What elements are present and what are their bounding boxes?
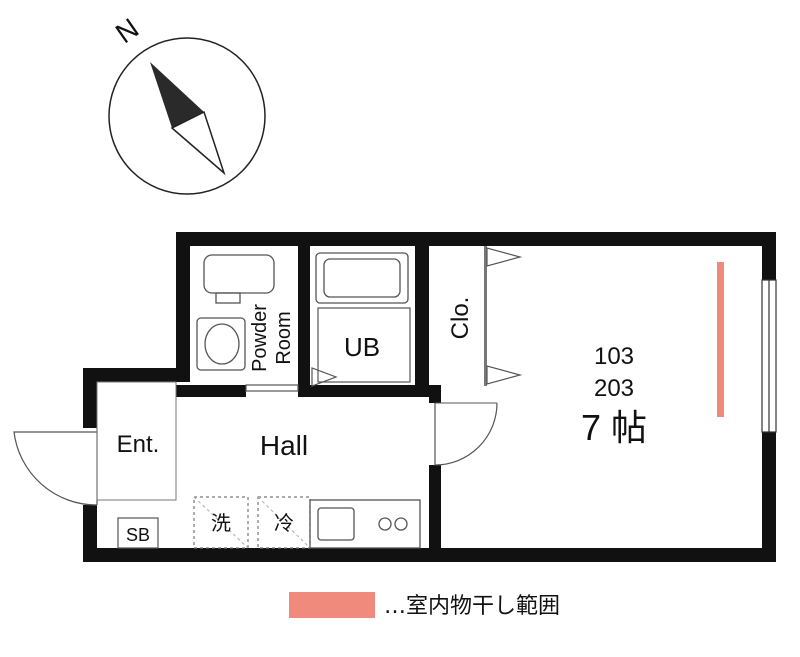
north-label: N bbox=[110, 12, 144, 49]
compass-needle-south bbox=[170, 110, 226, 176]
fridge-space-diagonal bbox=[257, 496, 311, 549]
powder-door bbox=[245, 384, 299, 392]
compass: N bbox=[108, 12, 266, 195]
unit-bath-label: UB bbox=[344, 332, 380, 362]
fridge-space bbox=[257, 496, 311, 549]
unit-number-2: 203 bbox=[594, 375, 634, 402]
washer-space-diagonal bbox=[193, 496, 249, 549]
ub-floor bbox=[317, 307, 411, 383]
powder-room-label-line2: Room bbox=[273, 311, 295, 364]
unit-number-1: 103 bbox=[594, 343, 634, 370]
toilet-icon bbox=[203, 254, 275, 304]
shoe-box bbox=[117, 517, 159, 549]
hall-label: Hall bbox=[260, 430, 308, 461]
legend-swatch bbox=[289, 592, 375, 618]
walls bbox=[83, 232, 776, 562]
fridge-label: 冷 bbox=[274, 512, 294, 535]
compass-needle-north bbox=[150, 62, 204, 128]
window bbox=[761, 279, 777, 433]
indoor-drying-area bbox=[717, 262, 724, 417]
room-door-swing bbox=[434, 402, 498, 466]
closet-door-arrow-top bbox=[486, 247, 523, 267]
kitchen-counter bbox=[309, 499, 421, 549]
stove-burner-icon bbox=[394, 517, 408, 531]
compass-circle bbox=[108, 37, 266, 195]
room-size-label: 7 帖 bbox=[581, 407, 647, 448]
shoe-box-label: SB bbox=[126, 525, 150, 545]
entrance-label: Ent. bbox=[117, 431, 160, 458]
legend-text: …室内物干し範囲 bbox=[384, 594, 560, 619]
entrance-door-swing bbox=[13, 431, 98, 506]
closet-label: Clo. bbox=[447, 297, 474, 340]
stove-burner-icon bbox=[378, 517, 392, 531]
washer-space bbox=[193, 496, 249, 549]
washer-label: 洗 bbox=[211, 512, 231, 535]
powder-room-label-line1: Powder bbox=[249, 304, 271, 372]
sink-icon bbox=[196, 317, 246, 371]
bathtub-icon bbox=[315, 252, 409, 304]
door-arrow-icon bbox=[311, 367, 338, 387]
kitchen-sink-icon bbox=[317, 507, 355, 541]
closet-door-arrow-bottom bbox=[486, 365, 523, 385]
